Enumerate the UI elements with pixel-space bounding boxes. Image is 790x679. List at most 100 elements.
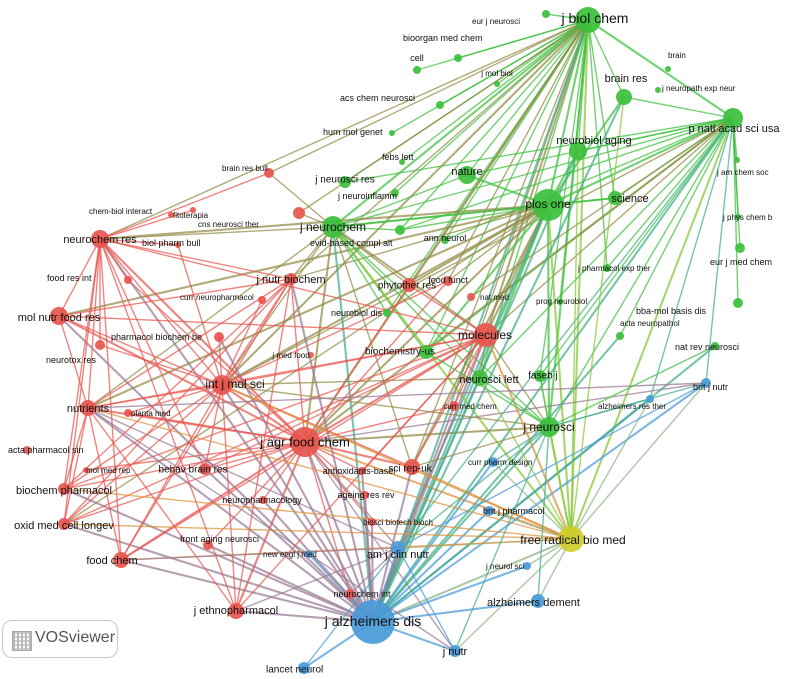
node-molnutr[interactable] (50, 307, 68, 325)
node-label-neurobioldis[interactable]: neurobiol dis (331, 308, 383, 318)
node-bioorg[interactable] (454, 54, 462, 62)
node-label-jnutrbiochem[interactable]: j nutr biochem (255, 274, 325, 286)
node-label-molmedrep[interactable]: mol med rep (86, 466, 131, 475)
node-label-jneuropath[interactable]: j neuropath exp neur (661, 84, 736, 93)
node-febs[interactable] (399, 159, 405, 165)
node-label-cnsneuro[interactable]: cns neurosci ther (198, 220, 259, 229)
node-label-fitoterapia[interactable]: fitoterapia (173, 211, 209, 220)
node-newengl[interactable] (305, 550, 313, 558)
node-label-newengl[interactable]: new engl j med (263, 550, 317, 559)
node-label-pnas[interactable]: p natl acad sci usa (688, 123, 780, 135)
node-brainres[interactable] (616, 89, 632, 105)
node-label-biochemus[interactable]: biochemistry-us (365, 347, 435, 358)
node-label-biolpharm[interactable]: biol pharm bull (142, 238, 201, 248)
node-label-jpharmexp[interactable]: j pharmacol exp ther (577, 264, 651, 273)
node-acschem[interactable] (436, 101, 444, 109)
node-jnutrbiochem[interactable] (285, 273, 297, 285)
node-bba[interactable] (733, 298, 743, 308)
node-plantamed[interactable] (124, 409, 132, 417)
node-molmedrep[interactable] (83, 467, 89, 473)
node-chembiol[interactable] (190, 207, 196, 213)
node-label-bba[interactable]: bba-mol basis dis (636, 306, 707, 316)
node-label-eurjmed[interactable]: eur j med chem (710, 257, 772, 267)
node-jamchem[interactable] (734, 157, 740, 163)
node-eurjmed[interactable] (735, 243, 745, 253)
node-jbc[interactable] (575, 7, 601, 33)
node-label-intjmol[interactable]: int j mol sci (205, 377, 264, 391)
node-label-jalz[interactable]: j alzheimers dis (324, 613, 421, 629)
node-jethno[interactable] (228, 603, 244, 619)
node-neuropharm[interactable] (259, 496, 267, 504)
node-label-jphys[interactable]: j phys chem b (722, 213, 773, 222)
node-lancet[interactable] (298, 662, 310, 674)
node-fasebj[interactable] (534, 370, 546, 382)
node-label-natmed[interactable]: nat med (480, 293, 509, 302)
node-britjpharm[interactable] (484, 506, 494, 516)
node-progneuro[interactable] (557, 299, 563, 305)
node-label-foodresint[interactable]: food res int (47, 273, 92, 283)
node-label-currmedchem[interactable]: curr med chem (443, 402, 497, 411)
node-antiox[interactable] (358, 467, 366, 475)
node-phytother[interactable] (402, 278, 416, 292)
node-label-plos[interactable]: plos one (525, 197, 571, 211)
node-oxidmed[interactable] (58, 518, 70, 530)
node-label-jethno[interactable]: j ethnopharmacol (193, 605, 278, 617)
node-label-actaneuro[interactable]: acta neuropathol (620, 319, 680, 328)
node-label-neurochemres[interactable]: neurochem res (63, 234, 137, 246)
node-freerad[interactable] (558, 526, 584, 552)
node-label-chembiol[interactable]: chem-biol interact (89, 207, 153, 216)
node-molecules[interactable] (474, 323, 498, 347)
node-label-freerad[interactable]: free radical bio med (520, 533, 625, 547)
node-label-acschem[interactable]: acs chem neurosci (340, 93, 415, 103)
node-jmolbiol[interactable] (494, 81, 500, 87)
node-jneurosci[interactable] (539, 417, 559, 437)
node-cnsneuro[interactable] (293, 207, 305, 219)
node-jmedfood[interactable] (308, 352, 314, 358)
node-label-lancet[interactable]: lancet neurol (266, 665, 323, 676)
node-frontaging[interactable] (203, 540, 213, 550)
node-label-jneurochem[interactable]: j neurochem (299, 220, 366, 234)
node-label-actapharm[interactable]: acta pharmacol sin (8, 445, 84, 455)
node-label-oxidmed[interactable]: oxid med cell longev (14, 520, 114, 532)
node-label-frontaging[interactable]: front aging neurosci (180, 534, 259, 544)
node-label-febs[interactable]: febs lett (382, 152, 414, 162)
node-currmedchem[interactable] (449, 401, 459, 411)
node-actapharm[interactable] (23, 446, 31, 454)
node-label-foodchem[interactable]: food chem (86, 555, 137, 567)
node-jneuropath[interactable] (655, 87, 661, 93)
node-foodresint[interactable] (124, 276, 132, 284)
node-neuroaging[interactable] (569, 142, 587, 160)
node-nature[interactable] (458, 166, 476, 184)
node-label-britjnutr[interactable]: brit j nutr (693, 382, 728, 392)
node-label-neuroscilett[interactable]: neurosci lett (459, 374, 518, 386)
node-label-jmolbiol[interactable]: j mol biol (480, 69, 513, 78)
node-amjclin[interactable] (391, 541, 405, 555)
node-jagr[interactable] (290, 427, 320, 457)
node-science[interactable] (608, 191, 622, 205)
node-scirep[interactable] (404, 459, 420, 475)
node-neurochemres[interactable] (91, 230, 109, 248)
node-label-nutrients[interactable]: nutrients (67, 403, 110, 415)
node-jnutr[interactable] (449, 645, 461, 657)
node-label-neuropharm[interactable]: neuropharmacology (222, 495, 302, 505)
node-neurobioldis[interactable] (383, 309, 391, 317)
node-jphys[interactable] (735, 214, 741, 220)
node-label-brain[interactable]: brain (668, 51, 686, 60)
node-label-amjclin[interactable]: am j clin nutr (367, 549, 430, 561)
node-label-jneurosci[interactable]: j neurosci (522, 420, 574, 434)
node-brain[interactable] (665, 66, 671, 72)
node-currneuroph[interactable] (258, 296, 266, 304)
node-jneurochem[interactable] (322, 216, 344, 238)
node-label-behav[interactable]: behav brain res (159, 465, 228, 476)
node-jpharmexp[interactable] (603, 264, 611, 272)
node-jneuroinf[interactable] (391, 189, 399, 197)
node-label-progneuro[interactable]: prog neurobiol (536, 297, 587, 306)
node-neuroscilett[interactable] (472, 370, 488, 386)
node-jneurolsci[interactable] (523, 562, 531, 570)
node-natrev[interactable] (711, 342, 719, 350)
node-label-brainres[interactable]: brain res (605, 73, 648, 85)
node-label-currneuroph[interactable]: curr neuropharmacol (180, 293, 254, 302)
node-neurochemint[interactable] (345, 589, 355, 599)
node-label-antiox[interactable]: antioxidants-basel (323, 466, 396, 476)
node-label-jmedfood[interactable]: j med food (271, 351, 309, 360)
